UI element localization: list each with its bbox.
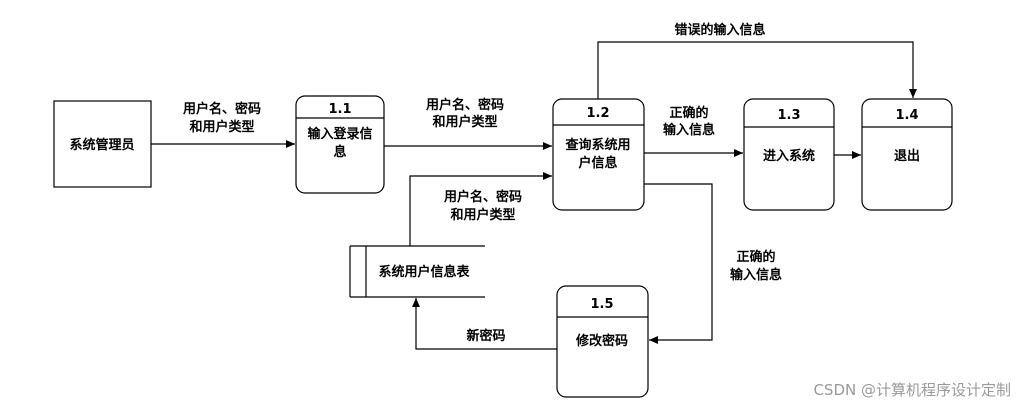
flow-1-2-to-1-5: 正确的 输入信息: [644, 183, 782, 344]
data-store-label: 系统用户信息表: [378, 264, 470, 280]
data-store-user-table: 系统用户信息表: [349, 245, 485, 298]
process-label-line: 修改密码: [575, 333, 628, 349]
flow-label-line: 输入信息: [663, 122, 715, 138]
external-entity-admin: 系统管理员: [53, 100, 152, 188]
flow-label-line: 用户名、密码: [443, 189, 522, 205]
external-entity-label: 系统管理员: [69, 137, 134, 153]
process-id: 1.1: [328, 102, 351, 117]
process-1-1: 1.1 输入登录信 息: [295, 95, 385, 194]
process-id: 1.2: [586, 106, 609, 121]
process-label-line: 查询系统用: [564, 137, 630, 153]
flow-label-line: 新密码: [466, 328, 505, 344]
flow-label-line: 正确的: [736, 249, 775, 265]
flow-admin-to-1-1: 用户名、密码 和用户类型: [151, 101, 295, 148]
flow-label-line: 错误的输入信息: [674, 22, 765, 38]
process-1-3: 1.3 进入系统: [743, 98, 835, 211]
flow-label-line: 输入信息: [730, 267, 782, 283]
flow-1-2-to-1-3: 正确的 输入信息: [644, 105, 743, 157]
process-label-line: 进入系统: [763, 148, 815, 164]
process-id: 1.3: [777, 108, 800, 123]
flow-1-1-to-1-2: 用户名、密码 和用户类型: [384, 97, 552, 150]
flow-1-2-to-1-4: 错误的输入信息: [597, 22, 917, 99]
process-1-4: 1.4 退出: [861, 98, 953, 211]
process-label-line: 输入登录信: [307, 126, 372, 142]
process-1-5: 1.5 修改密码: [556, 285, 649, 398]
process-1-2: 1.2 查询系统用 户信息: [552, 98, 645, 211]
flow-store-to-1-2: 用户名、密码 和用户类型: [409, 172, 552, 246]
flow-label-line: 用户名、密码: [182, 101, 261, 117]
process-label-line: 息: [333, 144, 346, 160]
flow-1-5-to-store: 新密码: [412, 298, 557, 350]
process-id: 1.4: [895, 108, 918, 123]
flow-label-line: 用户名、密码: [425, 97, 504, 113]
process-id: 1.5: [590, 297, 613, 312]
process-label-line: 退出: [894, 148, 920, 164]
flow-label-line: 和用户类型: [432, 114, 497, 130]
flow-label-line: 正确的: [669, 105, 708, 121]
flow-label-line: 和用户类型: [189, 119, 254, 135]
flow-label-line: 和用户类型: [450, 207, 515, 223]
process-label-line: 户信息: [578, 155, 617, 171]
watermark-text: CSDN @计算机程序设计定制: [813, 381, 1011, 399]
